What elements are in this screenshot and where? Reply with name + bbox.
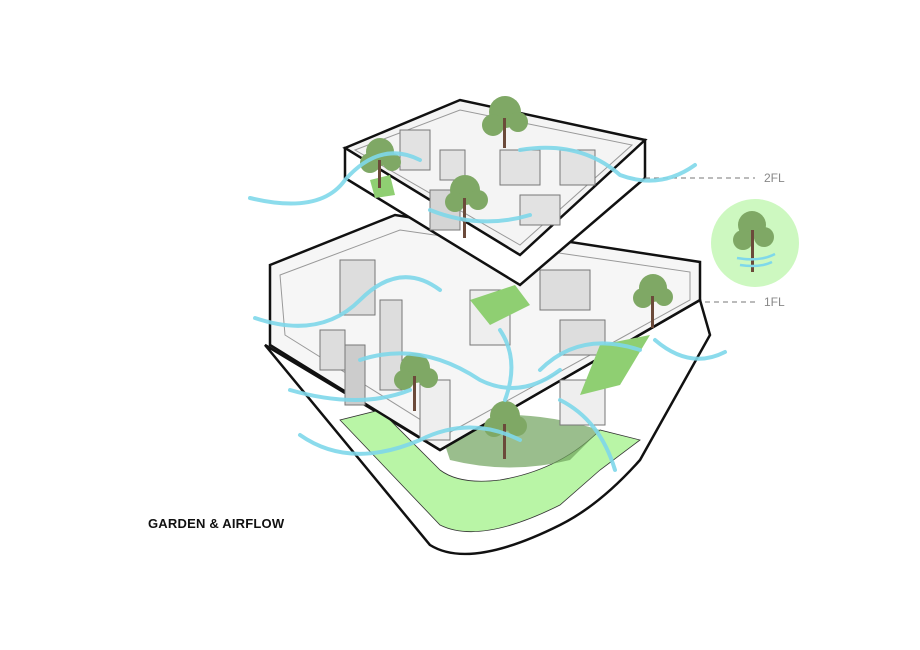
tree-icon: [394, 353, 438, 411]
tree-with-wind-icon: [711, 199, 799, 287]
diagram-title: GARDEN & AIRFLOW: [148, 516, 285, 531]
tree-icon: [482, 96, 528, 148]
tree-icon: [633, 274, 673, 328]
level-label-1fl: 1FL: [764, 295, 785, 309]
level-label-2fl: 2FL: [764, 171, 785, 185]
airflow-lines: [248, 145, 727, 472]
tree-icon: [484, 401, 527, 459]
second-floor: [342, 98, 755, 303]
trees: [360, 96, 673, 459]
